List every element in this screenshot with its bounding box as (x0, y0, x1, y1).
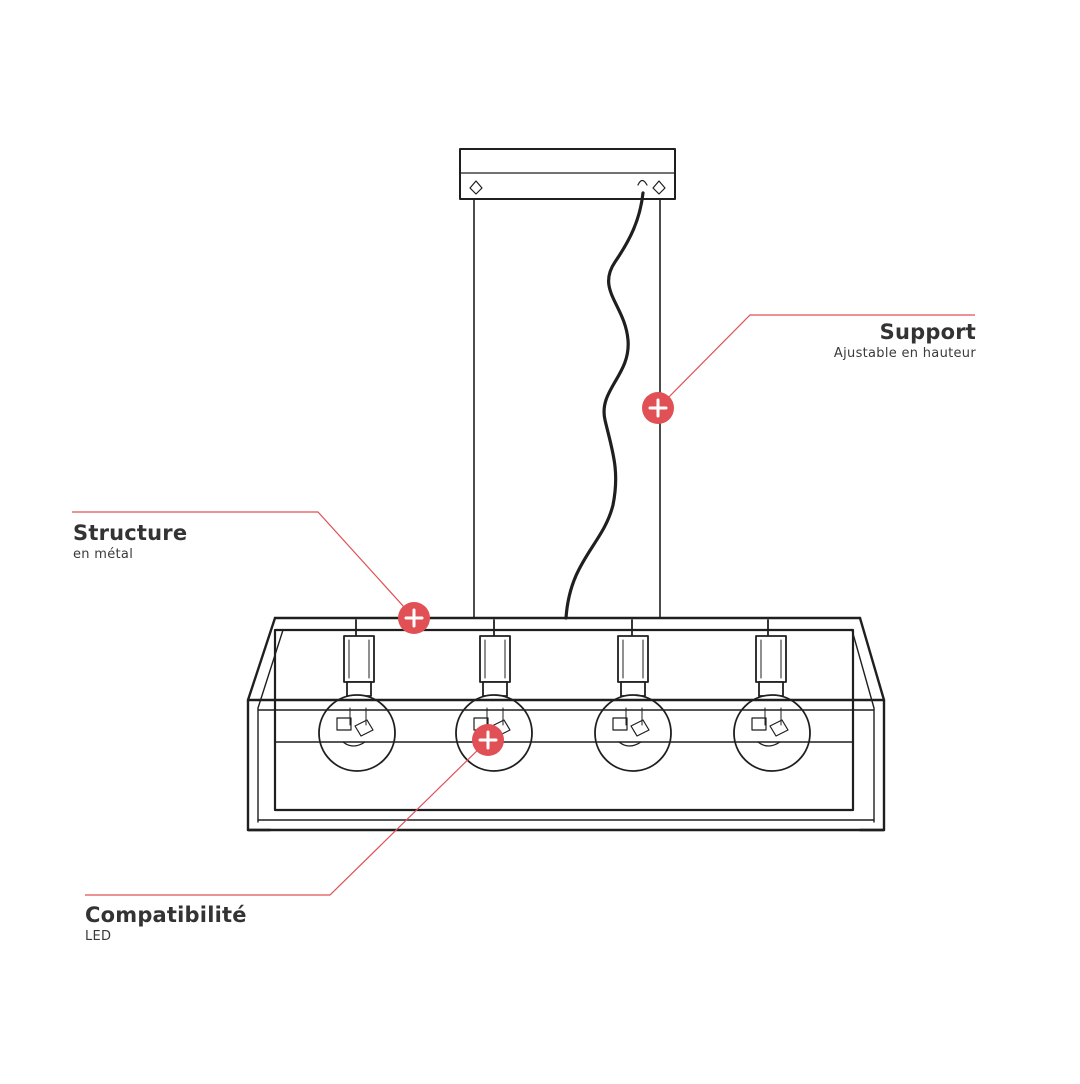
bulb (318, 681, 396, 772)
plus-icon (478, 730, 498, 750)
bulb-sockets (343, 619, 787, 683)
compat-subtitle: LED (85, 929, 112, 944)
structure-callout: Structure en métal (73, 520, 187, 564)
structure-subtitle: en métal (73, 547, 134, 562)
bulbs (318, 681, 811, 772)
structure-title: Structure (73, 521, 188, 545)
bulb (733, 681, 811, 772)
compat-leader-line (85, 739, 489, 896)
support-subtitle: Ajustable en hauteur (833, 346, 976, 361)
structure-leader-line (72, 511, 415, 619)
power-cable (564, 191, 645, 620)
support-title: Support (879, 320, 976, 344)
suspension-wires (473, 198, 661, 619)
ceiling-canopy (459, 148, 676, 200)
compat-callout: Compatibilité LED (85, 902, 247, 946)
plus-icon (648, 398, 668, 418)
compat-title: Compatibilité (85, 903, 247, 927)
compat-hotspot[interactable] (472, 724, 504, 756)
socket (479, 619, 511, 683)
leader-lines (72, 314, 975, 896)
plus-icon (404, 608, 424, 628)
support-callout: Support Ajustable en hauteur (834, 319, 976, 363)
socket (755, 619, 787, 683)
support-leader-line (657, 314, 975, 409)
socket (343, 619, 375, 683)
bulb (594, 681, 672, 772)
frame-front (246, 616, 886, 832)
support-hotspot[interactable] (642, 392, 674, 424)
structure-hotspot[interactable] (398, 602, 430, 634)
